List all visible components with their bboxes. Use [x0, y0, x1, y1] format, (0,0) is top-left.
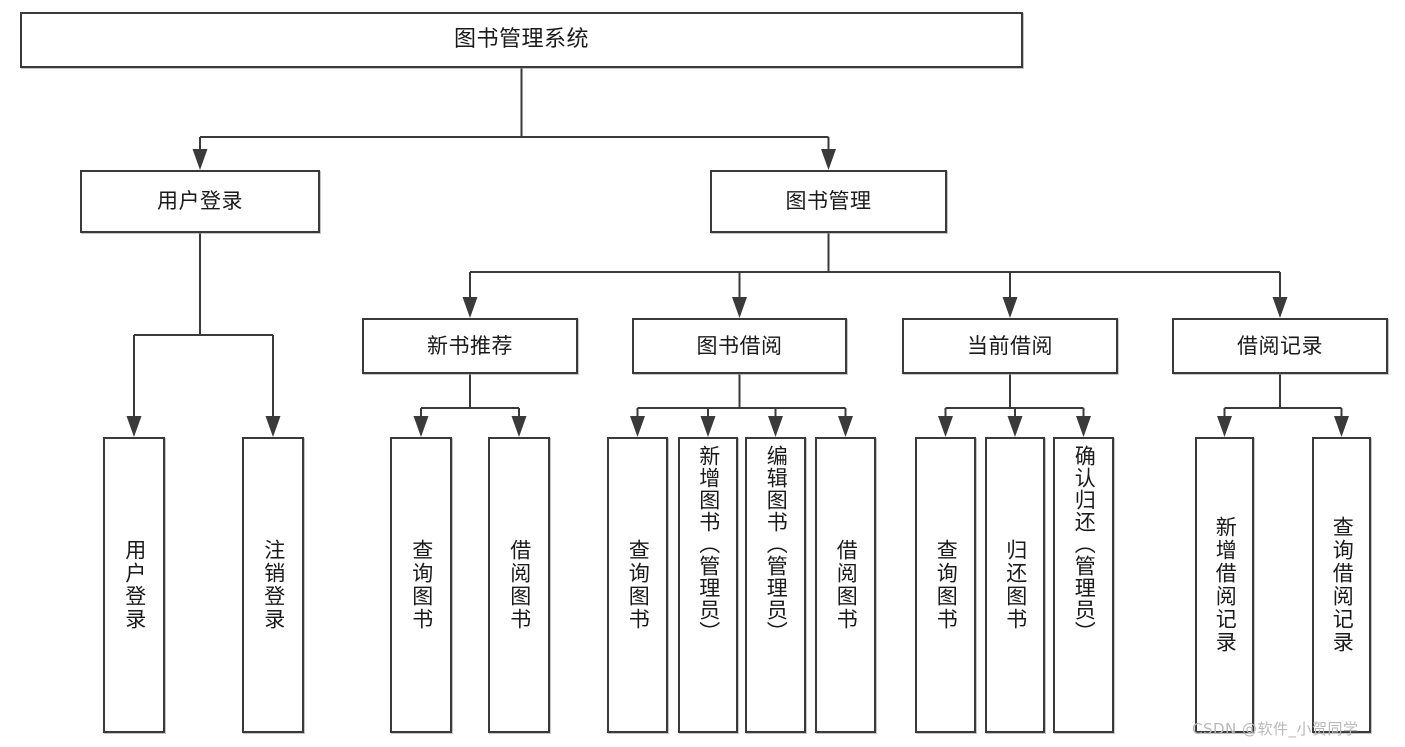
leaf-node-1-label: 注销登录 — [261, 539, 286, 631]
leaf-node-3-label: 借阅图书 — [507, 539, 532, 631]
leaf-node-1[interactable]: 注销登录 — [242, 437, 304, 733]
leaf-node-4[interactable]: 查询图书 — [607, 437, 668, 733]
level2-node-2-label: 当前借阅 — [967, 333, 1053, 358]
leaf-node-2[interactable]: 查询图书 — [390, 437, 452, 733]
leaf-node-10-label: 确认归还（管理员） — [1072, 445, 1097, 643]
leaf-node-5-label: 新增图书（管理员） — [696, 445, 721, 643]
leaf-node-7-label: 借阅图书 — [834, 539, 859, 631]
leaf-node-6-label: 编辑图书（管理员） — [764, 445, 789, 643]
root-node[interactable]: 图书管理系统 — [20, 12, 1023, 68]
level1-node-0-label: 用户登录 — [157, 189, 243, 214]
leaf-node-7[interactable]: 借阅图书 — [815, 437, 876, 733]
leaf-node-2-label: 查询图书 — [409, 539, 434, 631]
level2-node-1[interactable]: 图书借阅 — [632, 318, 847, 374]
leaf-node-5[interactable]: 新增图书（管理员） — [678, 437, 738, 733]
leaf-node-8-label: 查询图书 — [934, 539, 959, 631]
level2-node-3[interactable]: 借阅记录 — [1172, 318, 1388, 374]
leaf-node-9-label: 归还图书 — [1003, 539, 1028, 631]
level2-node-1-label: 图书借阅 — [696, 333, 783, 358]
level2-node-0-label: 新书推荐 — [427, 333, 513, 358]
level2-node-2[interactable]: 当前借阅 — [902, 318, 1118, 374]
leaf-node-8[interactable]: 查询图书 — [915, 437, 976, 733]
level1-node-1[interactable]: 图书管理 — [710, 170, 947, 233]
leaf-node-0-label: 用户登录 — [122, 539, 147, 631]
leaf-node-12[interactable]: 查询借阅记录 — [1312, 437, 1371, 733]
level2-node-3-label: 借阅记录 — [1237, 333, 1323, 358]
level1-node-0[interactable]: 用户登录 — [80, 170, 320, 233]
leaf-node-11[interactable]: 新增借阅记录 — [1195, 437, 1254, 733]
leaf-node-12-label: 查询借阅记录 — [1330, 516, 1355, 654]
level2-node-0[interactable]: 新书推荐 — [362, 318, 578, 374]
watermark: CSDN @软件_小贺同学 — [1192, 720, 1359, 738]
root-node-label: 图书管理系统 — [453, 27, 589, 53]
leaf-node-10[interactable]: 确认归还（管理员） — [1053, 437, 1114, 733]
leaf-node-4-label: 查询图书 — [626, 539, 651, 631]
leaf-node-9[interactable]: 归还图书 — [985, 437, 1045, 733]
level1-node-1-label: 图书管理 — [785, 189, 872, 214]
leaf-node-11-label: 新增借阅记录 — [1213, 516, 1238, 654]
leaf-node-0[interactable]: 用户登录 — [103, 437, 165, 733]
leaf-node-6[interactable]: 编辑图书（管理员） — [745, 437, 806, 733]
leaf-node-3[interactable]: 借阅图书 — [488, 437, 550, 733]
